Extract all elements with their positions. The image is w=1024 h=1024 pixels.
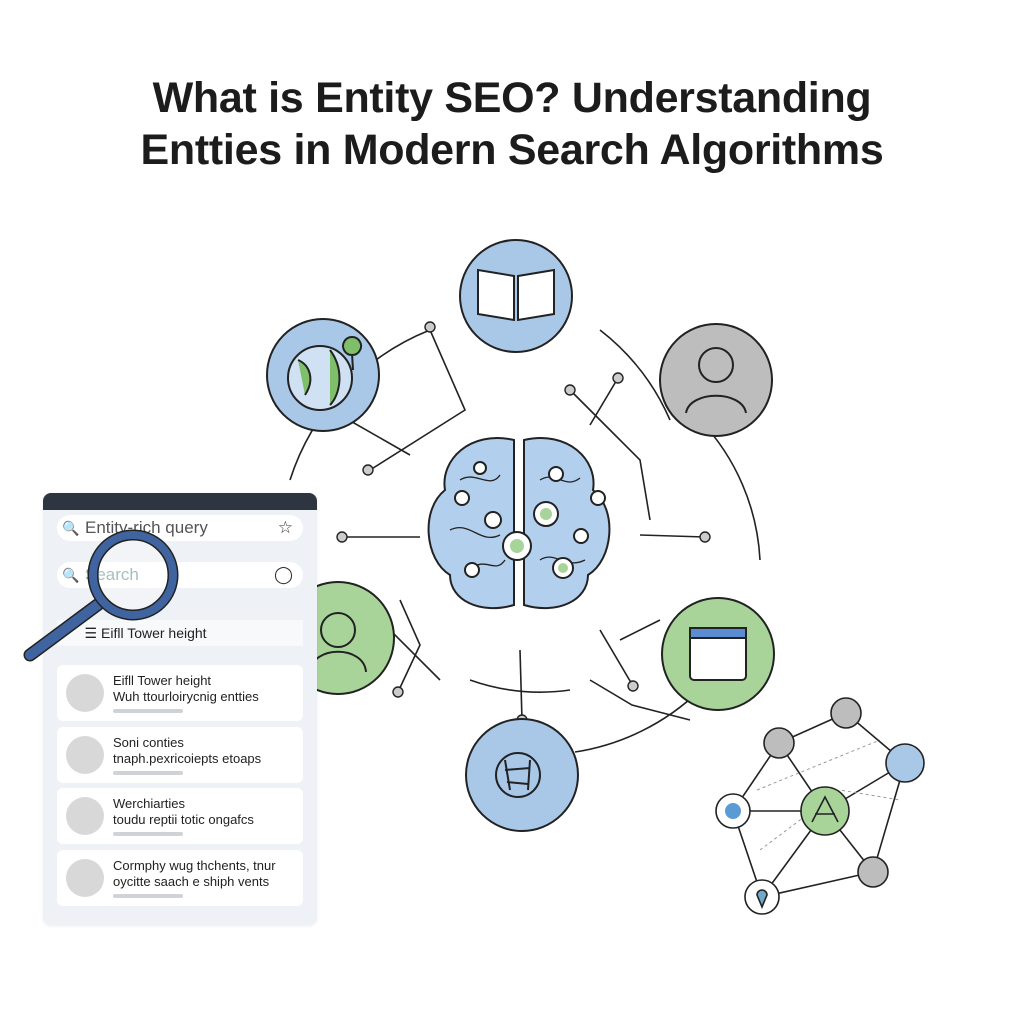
eiffel-tower-icon bbox=[66, 674, 104, 712]
query-field[interactable]: 🔍 Entity-rich query ☆ bbox=[57, 515, 303, 541]
panel-title-bar bbox=[43, 493, 317, 510]
graph-person-icon bbox=[830, 697, 862, 729]
book-node[interactable] bbox=[459, 239, 573, 353]
search-placeholder: Search bbox=[85, 565, 139, 584]
calendar-node[interactable] bbox=[661, 597, 775, 711]
suggestion-item[interactable]: ☰ Eifll Tower height bbox=[57, 620, 303, 646]
person-icon bbox=[685, 347, 747, 414]
search-panel: 🔍 Entity-rich query ☆ 🔍 Search ◯ ☰ Eifll… bbox=[43, 493, 317, 925]
clover-icon bbox=[66, 859, 104, 897]
person-icon bbox=[66, 736, 104, 774]
globe-icon bbox=[287, 336, 363, 411]
result-card[interactable]: Werchiarties toudu reptii totic ongafcs bbox=[57, 788, 303, 844]
result-subtitle: Wuh ttourloirycnig entties bbox=[113, 689, 259, 704]
network-icon bbox=[495, 752, 541, 798]
book-icon bbox=[477, 268, 555, 322]
knowledge-graph bbox=[715, 697, 925, 915]
brain-icon bbox=[427, 437, 611, 610]
suggestion-label: Eifll Tower height bbox=[101, 625, 207, 641]
result-title: Eifll Tower height bbox=[113, 673, 212, 688]
result-title: Cormphy wug thchents, tnur bbox=[113, 858, 276, 873]
connector-dots bbox=[336, 321, 711, 726]
star-icon[interactable]: ☆ bbox=[277, 518, 293, 537]
user-icon[interactable]: ◯ bbox=[273, 565, 293, 584]
calendar-icon bbox=[689, 627, 747, 681]
globe-node[interactable] bbox=[266, 318, 380, 432]
person-node-gray[interactable] bbox=[659, 323, 773, 437]
person-icon bbox=[66, 797, 104, 835]
result-title: Soni conties bbox=[113, 735, 184, 750]
result-bar bbox=[113, 771, 183, 775]
graph-landmark-icon bbox=[800, 786, 850, 836]
result-card[interactable]: Soni conties tnaph.pexricoiepts etoaps bbox=[57, 727, 303, 783]
result-bar bbox=[113, 709, 183, 713]
query-value: Entity-rich query bbox=[85, 518, 208, 537]
title-line-1: What is Entity SEO? Understanding bbox=[152, 74, 872, 122]
search-icon: 🔍 bbox=[62, 519, 80, 536]
graph-person-icon bbox=[763, 727, 795, 759]
result-card[interactable]: Cormphy wug thchents, tnur oycitte saach… bbox=[57, 850, 303, 906]
graph-calendar-icon bbox=[857, 856, 889, 888]
result-title: Werchiarties bbox=[113, 796, 186, 811]
result-bar bbox=[113, 894, 183, 898]
graph-camera-icon bbox=[885, 743, 925, 783]
result-subtitle: oycitte saach e shiph vents bbox=[113, 874, 270, 889]
result-subtitle: toudu reptii totic ongafcs bbox=[113, 812, 254, 827]
search-icon: 🔍 bbox=[62, 566, 80, 583]
title-line-2: Entties in Modern Search Algorithms bbox=[140, 126, 884, 174]
search-input[interactable]: 🔍 Search ◯ bbox=[57, 562, 303, 588]
result-subtitle: tnaph.pexricoiepts etoaps bbox=[113, 751, 262, 766]
result-bar bbox=[113, 832, 183, 836]
result-card[interactable]: Eifll Tower height Wuh ttourloirycnig en… bbox=[57, 665, 303, 721]
network-node[interactable] bbox=[465, 718, 579, 832]
menu-icon: ☰ bbox=[84, 624, 97, 641]
